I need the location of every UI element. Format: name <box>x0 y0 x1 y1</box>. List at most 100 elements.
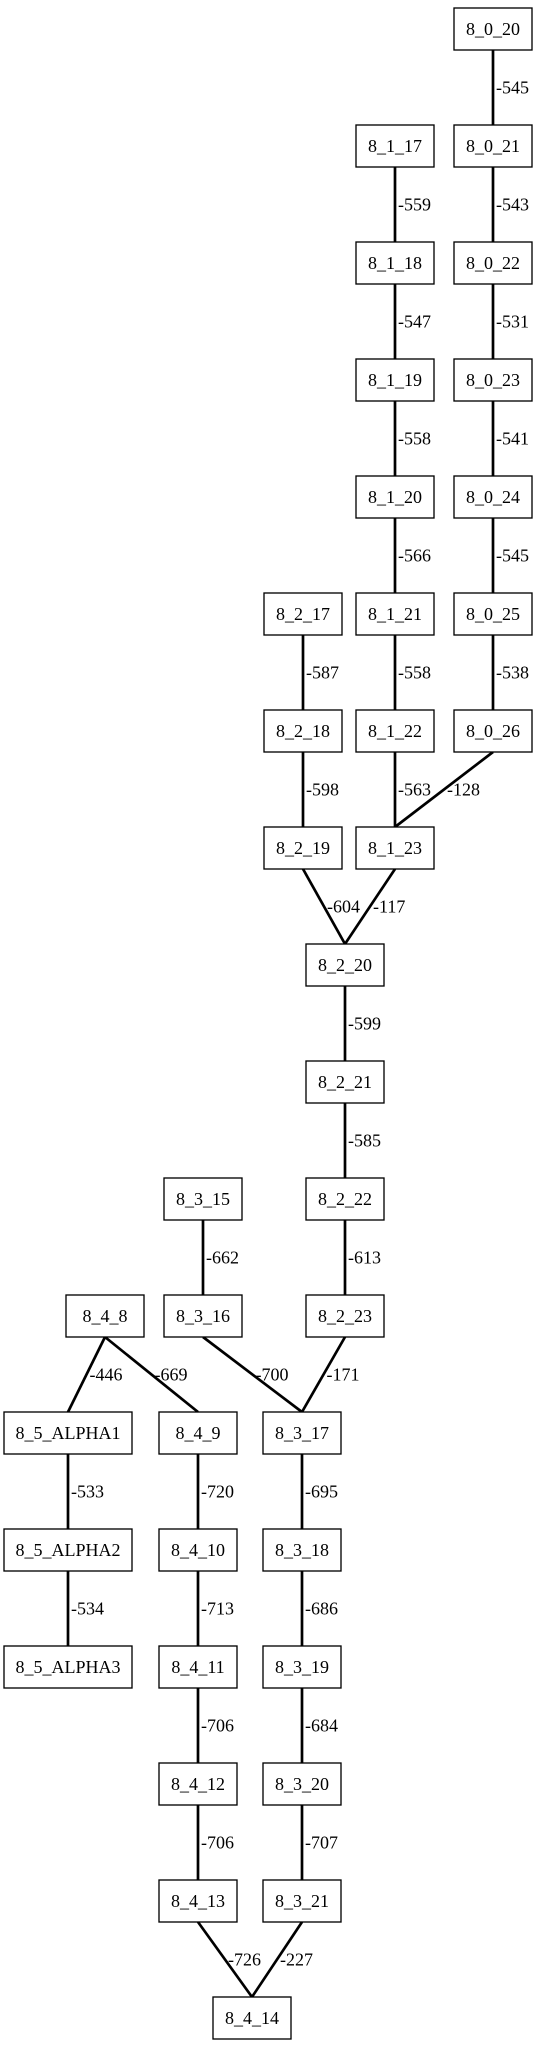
edge-8_3_16-to-8_3_17: -700 <box>202 1335 303 1414</box>
node-label: 8_0_26 <box>466 721 520 741</box>
edge-weight-label: -598 <box>306 780 339 800</box>
node-8_1_23: 8_1_23 <box>355 826 435 870</box>
node-box <box>158 1879 238 1923</box>
edges-layer: -545-543-531-541-545-538-128-559-547-558… <box>66 50 529 1998</box>
edge-weight-label: -566 <box>398 546 431 566</box>
edge-8_1_20-to-8_1_21: -566 <box>393 518 431 593</box>
node-box <box>263 826 343 870</box>
node-box <box>453 124 533 168</box>
node-8_0_21: 8_0_21 <box>453 124 533 168</box>
node-box <box>355 475 435 519</box>
edge-weight-label: -545 <box>496 546 529 566</box>
node-box <box>453 709 533 753</box>
node-label: 8_3_20 <box>275 1774 329 1794</box>
node-label: 8_3_16 <box>176 1306 230 1326</box>
node-label: 8_4_12 <box>171 1774 225 1794</box>
node-box <box>453 241 533 285</box>
node-8_2_22: 8_2_22 <box>305 1177 385 1221</box>
node-8_2_18: 8_2_18 <box>263 709 343 753</box>
edge-8_4_12-to-8_4_13: -706 <box>196 1805 234 1880</box>
node-label: 8_1_22 <box>368 721 422 741</box>
edge-weight-label: -684 <box>305 1716 338 1736</box>
node-box <box>262 1645 342 1689</box>
node-8_3_16: 8_3_16 <box>163 1294 243 1338</box>
edge-weight-label: -713 <box>201 1599 234 1619</box>
node-label: 8_3_15 <box>176 1189 230 1209</box>
edge-line <box>202 1335 303 1414</box>
node-box <box>453 475 533 519</box>
edge-weight-label: -531 <box>496 312 529 332</box>
node-label: 8_0_22 <box>466 253 520 273</box>
node-label: 8_3_19 <box>275 1657 329 1677</box>
node-label: 8_3_17 <box>275 1423 329 1443</box>
node-label: 8_2_22 <box>318 1189 372 1209</box>
edge-8_4_9-to-8_4_10: -720 <box>196 1454 234 1529</box>
edge-line <box>196 1921 254 1998</box>
node-label: 8_2_17 <box>276 604 330 624</box>
node-8_0_25: 8_0_25 <box>453 592 533 636</box>
edge-8_0_25-to-8_0_26: -538 <box>491 635 529 710</box>
edge-weight-label: -533 <box>71 1482 104 1502</box>
edge-weight-label: -669 <box>155 1365 188 1385</box>
node-8_3_17: 8_3_17 <box>262 1411 342 1455</box>
edge-8_4_11-to-8_4_12: -706 <box>196 1688 234 1763</box>
node-8_0_22: 8_0_22 <box>453 241 533 285</box>
node-box <box>3 1528 133 1572</box>
node-box <box>305 1177 385 1221</box>
node-box <box>158 1528 238 1572</box>
node-box <box>355 358 435 402</box>
edge-8_5_ALPHA1-to-8_5_ALPHA2: -533 <box>66 1454 104 1529</box>
edge-8_1_19-to-8_1_20: -558 <box>393 401 431 476</box>
node-label: 8_4_13 <box>171 1891 225 1911</box>
node-label: 8_4_14 <box>225 2008 279 2028</box>
node-label: 8_4_10 <box>171 1540 225 1560</box>
edge-weight-label: -585 <box>348 1131 381 1151</box>
node-box <box>263 709 343 753</box>
edge-8_2_22-to-8_2_23: -613 <box>343 1220 381 1295</box>
edge-weight-label: -695 <box>305 1482 338 1502</box>
node-8_3_19: 8_3_19 <box>262 1645 342 1689</box>
edge-weight-label: -720 <box>201 1482 234 1502</box>
node-label: 8_4_8 <box>83 1306 128 1326</box>
edge-line <box>301 868 347 945</box>
edge-8_1_23-to-8_2_20: -117 <box>343 868 405 945</box>
node-label: 8_2_19 <box>276 838 330 858</box>
edge-line <box>343 868 397 945</box>
edge-8_1_21-to-8_1_22: -558 <box>393 635 431 710</box>
edge-8_3_17-to-8_3_18: -695 <box>300 1454 338 1529</box>
node-8_0_20: 8_0_20 <box>453 7 533 51</box>
node-box <box>163 1294 243 1338</box>
edge-weight-label: -545 <box>496 78 529 98</box>
node-box <box>262 1411 342 1455</box>
node-box <box>3 1411 133 1455</box>
edge-weight-label: -541 <box>496 429 529 449</box>
node-box <box>158 1411 238 1455</box>
node-box <box>158 1762 238 1806</box>
node-label: 8_3_21 <box>275 1891 329 1911</box>
edge-weight-label: -604 <box>327 897 360 917</box>
node-box <box>355 124 435 168</box>
node-8_4_9: 8_4_9 <box>158 1411 238 1455</box>
node-box <box>355 826 435 870</box>
edge-8_0_24-to-8_0_25: -545 <box>491 518 529 593</box>
node-box <box>305 1294 385 1338</box>
node-8_0_24: 8_0_24 <box>453 475 533 519</box>
node-8_1_21: 8_1_21 <box>355 592 435 636</box>
edge-8_3_21-to-8_4_14: -227 <box>250 1921 313 1998</box>
node-box <box>355 241 435 285</box>
node-8_1_20: 8_1_20 <box>355 475 435 519</box>
edge-8_5_ALPHA2-to-8_5_ALPHA3: -534 <box>66 1571 104 1646</box>
node-label: 8_1_17 <box>368 136 422 156</box>
node-box <box>65 1294 145 1338</box>
node-box <box>262 1528 342 1572</box>
node-8_2_17: 8_2_17 <box>263 592 343 636</box>
node-label: 8_5_ALPHA3 <box>15 1657 120 1677</box>
node-label: 8_1_19 <box>368 370 422 390</box>
nodes-layer: 8_0_208_0_218_0_228_0_238_0_248_0_258_0_… <box>3 7 533 2040</box>
edge-8_0_26-to-8_1_23: -128 <box>394 750 494 829</box>
edge-weight-label: -227 <box>280 1950 313 1970</box>
edge-weight-label: -700 <box>256 1365 289 1385</box>
node-label: 8_0_21 <box>466 136 520 156</box>
edge-8_2_20-to-8_2_21: -599 <box>343 986 381 1061</box>
